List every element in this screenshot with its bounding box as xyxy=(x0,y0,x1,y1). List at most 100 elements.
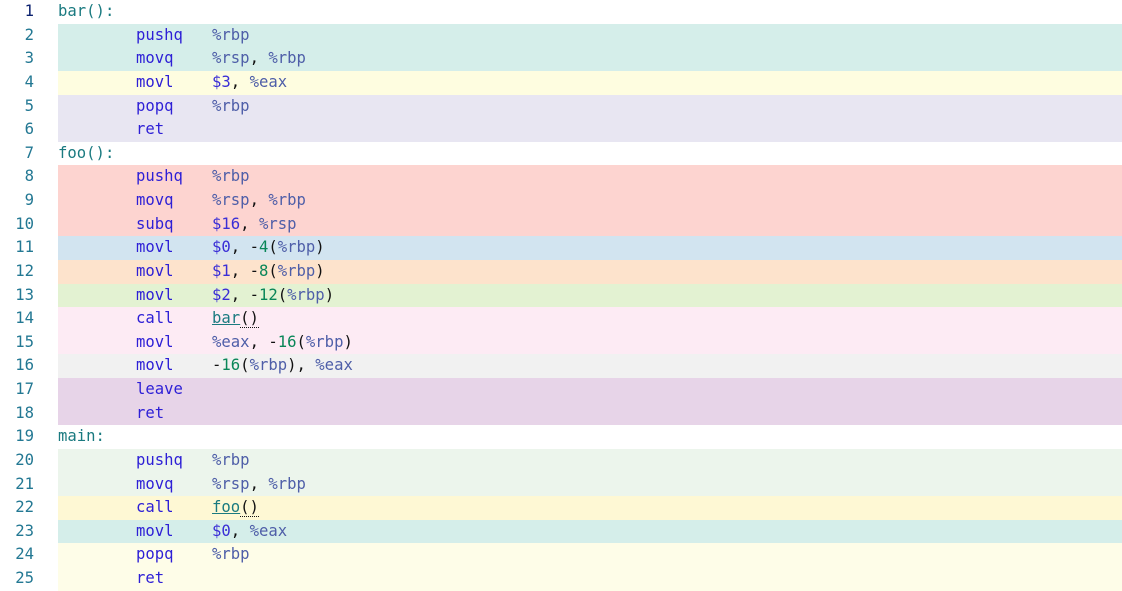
instruction-mnemonic: movl xyxy=(136,285,174,304)
line-number: 7 xyxy=(24,143,34,162)
code-content: pushq%rbp xyxy=(58,165,1122,189)
punctuation: , xyxy=(249,474,269,493)
code-line[interactable]: 8 pushq%rbp xyxy=(0,165,1122,189)
code-content: movq%rsp, %rbp xyxy=(58,472,1122,497)
code-content: ret xyxy=(58,401,1122,426)
offset-number: 16 xyxy=(277,332,297,351)
instruction-mnemonic: ret xyxy=(136,569,165,587)
instruction-mnemonic: movl xyxy=(136,521,174,540)
instruction-operands: $1, -8(%rbp) xyxy=(212,260,325,284)
register-operand: %eax xyxy=(249,72,288,91)
instruction-mnemonic: call xyxy=(136,498,174,517)
register-operand: %rsp xyxy=(212,49,250,68)
instruction-operands: $3, %eax xyxy=(212,71,287,95)
instruction-operands: -16(%rbp), %eax xyxy=(212,354,353,378)
code-content: ret xyxy=(58,567,1122,591)
punctuation: - xyxy=(212,356,222,375)
register-operand: %rbp xyxy=(268,474,306,493)
instruction-mnemonic: popq xyxy=(136,545,174,564)
register-operand: %rbp xyxy=(212,450,250,469)
instruction-operands: %rbp xyxy=(212,543,250,567)
register-operand: %rsp xyxy=(212,474,250,493)
instruction-mnemonic: ret xyxy=(136,403,165,422)
code-content: foo(): xyxy=(58,142,1122,166)
function-label: main: xyxy=(58,427,105,446)
line-number: 4 xyxy=(24,72,34,91)
code-line[interactable]: 18 ret xyxy=(0,401,1122,426)
line-number: 18 xyxy=(15,403,34,422)
instruction-mnemonic: movl xyxy=(136,356,174,375)
instruction-mnemonic: leave xyxy=(136,380,183,398)
call-parens: () xyxy=(240,498,259,518)
instruction-operands: %rsp, %rbp xyxy=(212,189,306,213)
offset-number: 4 xyxy=(258,238,269,257)
immediate-operand: $2 xyxy=(212,285,231,304)
instruction-mnemonic: subq xyxy=(136,214,174,233)
code-content: subq $16, %rsp xyxy=(58,212,1122,237)
code-content: popq%rbp xyxy=(58,94,1122,119)
code-line[interactable]: 17 leave xyxy=(0,378,1122,402)
register-operand: %rbp xyxy=(268,191,306,209)
line-number: 19 xyxy=(15,427,34,446)
punctuation: , xyxy=(249,49,269,68)
code-line[interactable]: 20 pushq %rbp xyxy=(0,448,1122,473)
punctuation: , xyxy=(240,214,259,233)
line-number: 17 xyxy=(15,380,34,398)
line-number: 8 xyxy=(24,167,34,186)
instruction-mnemonic: movq xyxy=(136,49,174,68)
code-line[interactable]: 16 movl -16(%rbp), %eax xyxy=(0,354,1122,378)
line-number: 20 xyxy=(15,450,34,469)
instruction-operands: %rbp xyxy=(212,165,250,189)
code-line[interactable]: 7 foo(): xyxy=(0,142,1122,166)
register-operand: %rbp xyxy=(249,356,288,375)
code-content: movl -16(%rbp), %eax xyxy=(58,354,1122,378)
offset-number: 16 xyxy=(221,356,241,375)
punctuation: ) xyxy=(315,261,325,280)
code-content: movl $2, -12(%rbp) xyxy=(58,283,1122,308)
punctuation: , xyxy=(230,72,250,91)
instruction-operands: %rsp, %rbp xyxy=(212,473,306,497)
instruction-operands: $2, -12(%rbp) xyxy=(212,284,334,308)
instruction-mnemonic: popq xyxy=(136,96,174,115)
register-operand: %rbp xyxy=(287,285,325,304)
instruction-operands: $16, %rsp xyxy=(212,213,297,237)
punctuation: - xyxy=(268,332,278,351)
instruction-mnemonic: movl xyxy=(136,332,174,351)
punctuation: ( xyxy=(277,285,288,304)
line-number: 14 xyxy=(15,309,34,328)
register-operand: %eax xyxy=(315,356,353,375)
function-link[interactable]: foo xyxy=(212,498,241,517)
code-content: bar(): xyxy=(58,0,1122,24)
instruction-operands: bar() xyxy=(212,307,259,331)
function-link[interactable]: bar xyxy=(212,309,241,328)
punctuation: ( xyxy=(268,238,278,257)
code-content: pushq %rbp xyxy=(58,448,1122,473)
code-line[interactable]: 22 call foo() xyxy=(0,496,1122,520)
code-content: leave xyxy=(58,378,1122,402)
punctuation: , xyxy=(230,285,250,304)
instruction-mnemonic: pushq xyxy=(136,450,183,469)
code-content: movl%eax, -16(%rbp) xyxy=(58,330,1122,355)
line-number: 12 xyxy=(15,261,34,280)
line-number: 22 xyxy=(15,498,34,517)
punctuation: ) xyxy=(324,285,335,304)
code-line[interactable]: 19 main: xyxy=(0,425,1122,449)
